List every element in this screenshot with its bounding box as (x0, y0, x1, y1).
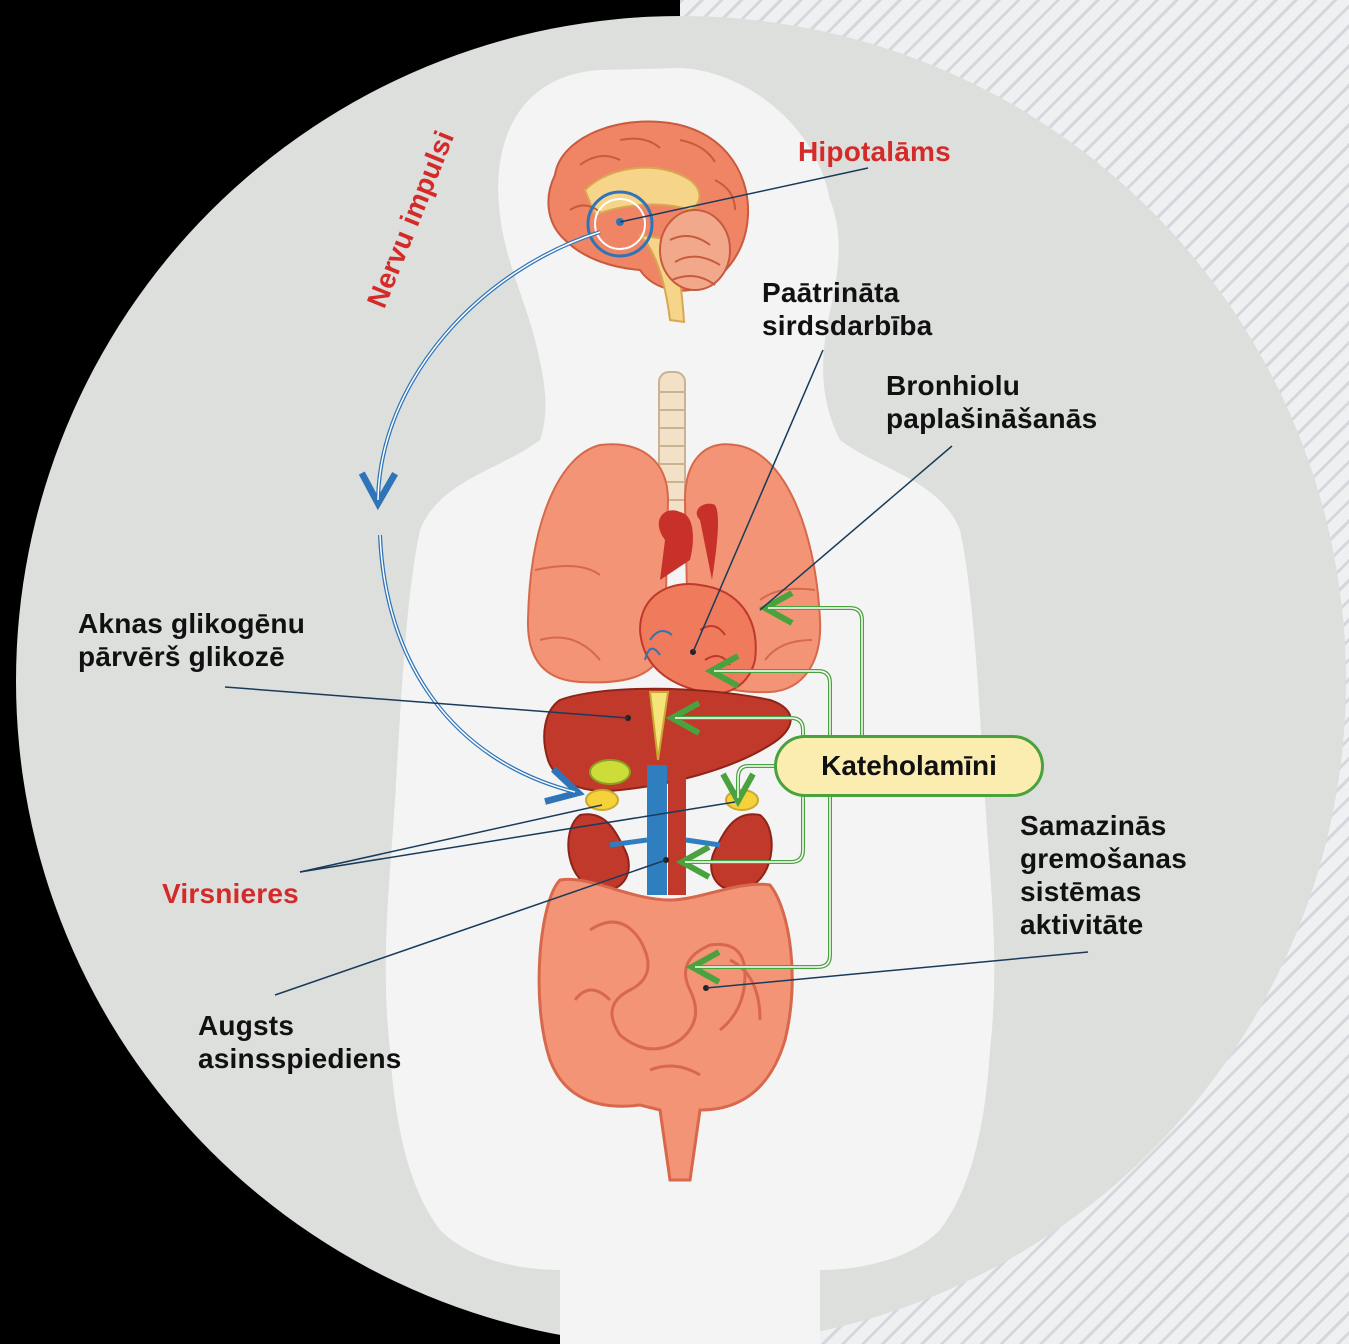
label-catecholamines: Kateholamīni (821, 750, 997, 782)
label-liver: Aknas glikogēnu pārvērš glikozē (78, 607, 305, 673)
label-digestion: Samazinās gremošanas sistēmas aktivitāte (1020, 809, 1187, 941)
catecholamines-box: Kateholamīni (774, 735, 1044, 797)
label-bronchioles: Bronhiolu paplašināšanās (886, 369, 1097, 435)
label-blood-pressure: Augsts asinsspiediens (198, 1009, 402, 1075)
label-adrenals: Virsnieres (162, 877, 299, 910)
label-hypothalamus: Hipotalāms (798, 135, 951, 168)
label-heart-rate: Paātrināta sirdsdarbība (762, 276, 932, 342)
